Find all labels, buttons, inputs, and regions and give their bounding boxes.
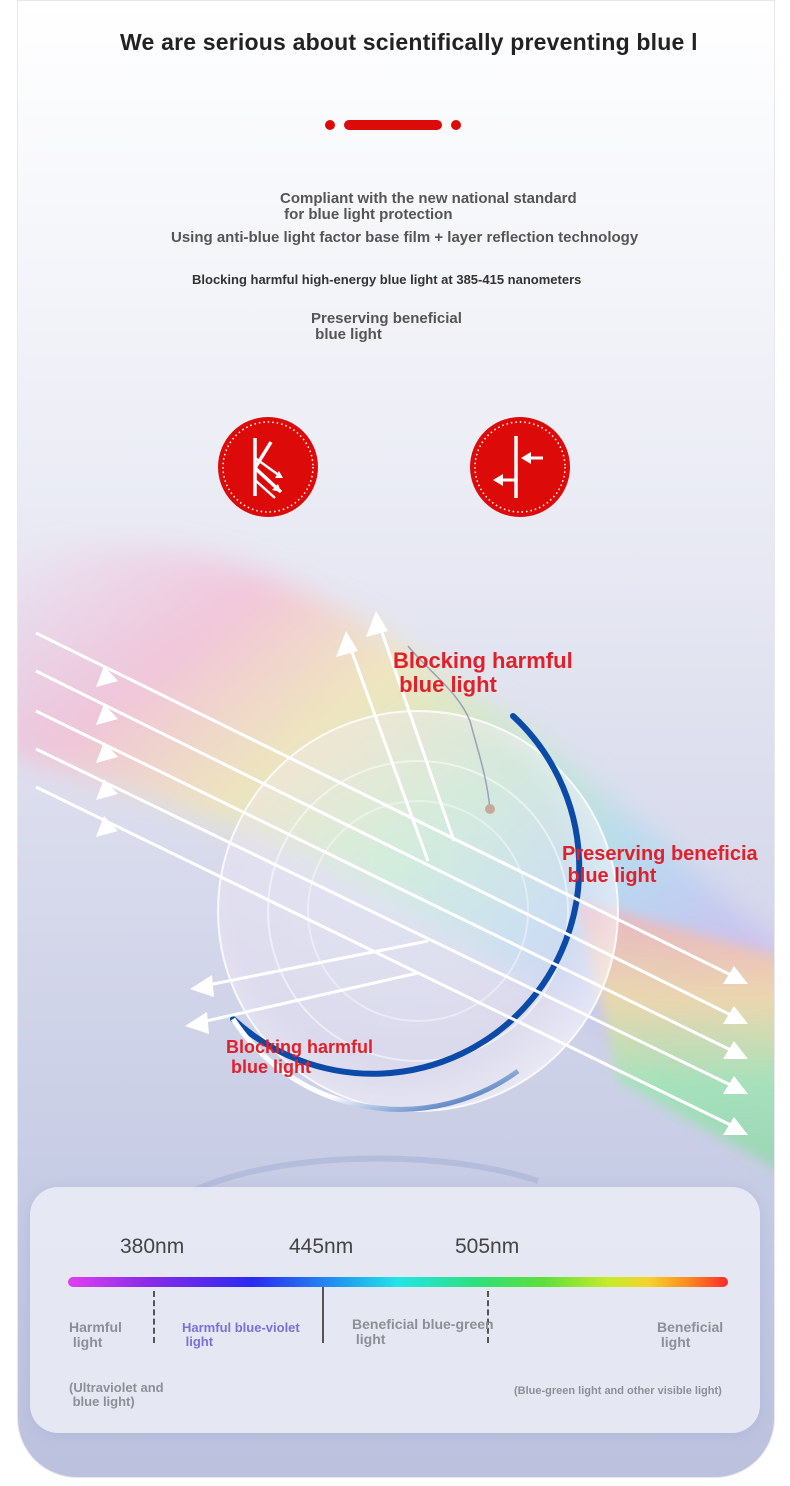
tick-label-445: 445nm <box>289 1235 354 1258</box>
spectrum-bar <box>68 1277 728 1287</box>
tick-label-505: 505nm <box>455 1235 520 1258</box>
label-harmful-light: Harmful light <box>69 1319 122 1351</box>
page-title: We are serious about scientifically prev… <box>120 29 698 55</box>
intro-preserving: Preserving beneficial blue light <box>311 310 462 343</box>
marker-505 <box>487 1291 489 1343</box>
marker-380 <box>153 1291 155 1343</box>
intro-blocking: Blocking harmful high-energy blue light … <box>192 272 582 287</box>
intro-standard: Compliant with the new national standard… <box>280 190 577 223</box>
label-blocking-bottom: Blocking harmful blue light <box>226 1037 374 1077</box>
label-harmful-blue-violet: Harmful blue-violet light <box>182 1320 300 1350</box>
reflect-arrows-icon <box>217 416 319 518</box>
label-beneficial-light: Beneficial light <box>657 1319 724 1351</box>
title-divider <box>325 119 475 131</box>
note-ultraviolet: (Ultraviolet and blue light) <box>69 1380 164 1410</box>
tick-label-380: 380nm <box>120 1235 185 1258</box>
marker-445 <box>322 1287 324 1343</box>
spectrum-panel: 380nm 445nm 505nm Harmful light Harmful … <box>30 1187 760 1433</box>
intro-technology: Using anti-blue light factor base film +… <box>171 229 639 246</box>
note-blue-green: (Blue-green light and other visible ligh… <box>514 1385 722 1397</box>
label-preserving: Preserving beneficia blue light <box>562 843 758 887</box>
transmit-arrows-icon <box>469 416 571 518</box>
label-beneficial-blue-green: Beneficial blue-green light <box>352 1316 494 1348</box>
label-blocking-top: Blocking harmful blue light <box>393 648 573 698</box>
lens-diagram <box>18 521 774 1201</box>
